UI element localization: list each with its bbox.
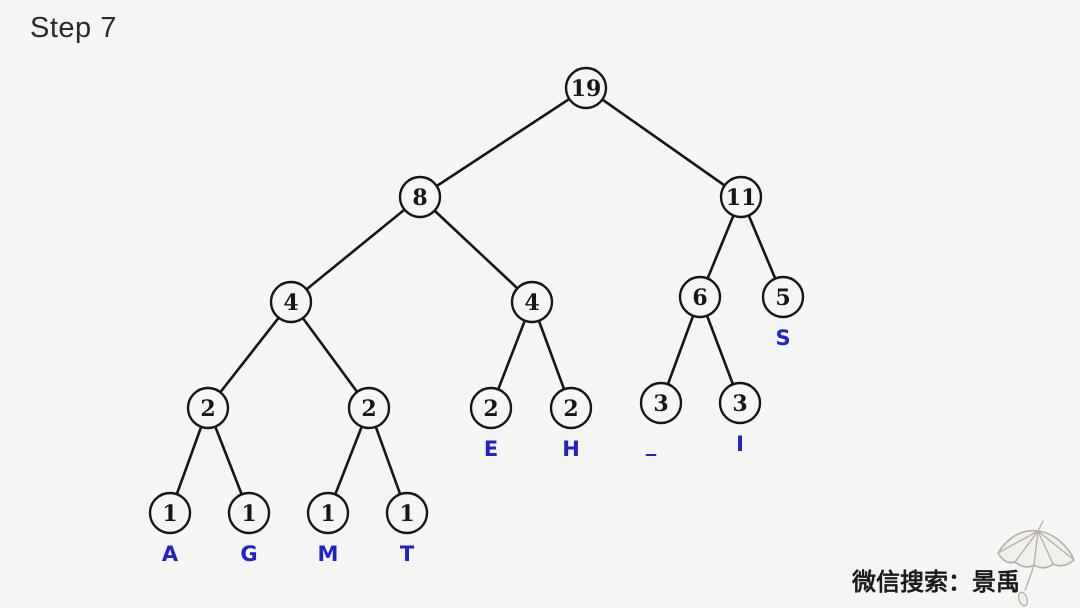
tree-node-circle bbox=[564, 66, 608, 110]
tree-edge bbox=[418, 195, 534, 304]
tree-node-value: 4 bbox=[283, 290, 298, 316]
tree-edge bbox=[289, 195, 422, 304]
tree-node-circle bbox=[639, 381, 683, 425]
leaf-letter-label: S bbox=[775, 326, 790, 350]
tree-node-circle bbox=[269, 280, 313, 324]
tree-node: 4 bbox=[510, 280, 554, 324]
tree-edge bbox=[418, 86, 588, 199]
leaf-letter-label: A bbox=[162, 542, 179, 566]
tree-node-circle bbox=[347, 386, 391, 430]
tree-node: 1T bbox=[385, 491, 429, 566]
tree-node-value: 2 bbox=[563, 396, 578, 422]
tree-node: 19 bbox=[564, 66, 608, 110]
tree-node-circle bbox=[398, 175, 442, 219]
tree-node: 3_ bbox=[639, 381, 683, 456]
tree-node: 8 bbox=[398, 175, 442, 219]
tree-node: 5S bbox=[761, 275, 805, 350]
tree-node-value: 1 bbox=[241, 501, 256, 527]
tree-node: 6 bbox=[678, 275, 722, 319]
tree-node: 4 bbox=[269, 280, 313, 324]
leaf-letter-label: H bbox=[562, 437, 580, 461]
tree-edge bbox=[289, 300, 371, 410]
leaf-letter-label: E bbox=[484, 437, 498, 461]
tree-node: 2H bbox=[549, 386, 593, 461]
tree-node-circle bbox=[148, 491, 192, 535]
tree-node-circle bbox=[306, 491, 350, 535]
tree-node: 1M bbox=[306, 491, 350, 566]
leaf-letter-label: T bbox=[400, 542, 415, 566]
tree-node-value: 1 bbox=[320, 501, 335, 527]
tree-node-value: 2 bbox=[200, 396, 215, 422]
step-title: Step 7 bbox=[30, 12, 117, 44]
tree-node-value: 19 bbox=[571, 76, 602, 102]
tree-edge bbox=[584, 86, 743, 199]
watermark-text: 微信搜索：景禹 bbox=[852, 569, 1020, 596]
umbrella-ribs bbox=[997, 530, 1075, 566]
tree-node: 3I bbox=[718, 381, 762, 456]
tree-node-circle bbox=[385, 491, 429, 535]
tree-node: 1G bbox=[227, 491, 271, 566]
tree-node-circle bbox=[186, 386, 230, 430]
tree-node-value: 2 bbox=[361, 396, 376, 422]
tree-node-value: 1 bbox=[162, 501, 177, 527]
tree-node: 2 bbox=[186, 386, 230, 430]
umbrella-handle-tip bbox=[1017, 591, 1029, 607]
tree-node: 2 bbox=[347, 386, 391, 430]
tree-node-circle bbox=[719, 175, 763, 219]
tree-edge bbox=[206, 300, 293, 410]
tree-node-value: 4 bbox=[524, 290, 539, 316]
tree-node-value: 3 bbox=[732, 391, 747, 417]
tree-node: 11 bbox=[719, 175, 763, 219]
tree-node-circle bbox=[510, 280, 554, 324]
leaf-letter-label: G bbox=[240, 542, 257, 566]
tree-node-circle bbox=[549, 386, 593, 430]
tree-node-value: 8 bbox=[412, 185, 427, 211]
leaf-letter-label: _ bbox=[646, 432, 657, 456]
tree-node-circle bbox=[718, 381, 762, 425]
umbrella-pole bbox=[1024, 564, 1035, 591]
tree-node-value: 2 bbox=[483, 396, 498, 422]
tree-node-value: 6 bbox=[692, 285, 707, 311]
tree-node-value: 11 bbox=[726, 185, 757, 211]
tree-node-circle bbox=[227, 491, 271, 535]
tree-node-value: 3 bbox=[653, 391, 668, 417]
tree-node-circle bbox=[678, 275, 722, 319]
tree-node-value: 1 bbox=[399, 501, 414, 527]
tree-node: 1A bbox=[148, 491, 192, 566]
leaf-letter-label: M bbox=[318, 542, 339, 566]
tree-node: 2E bbox=[469, 386, 513, 461]
umbrella-icon bbox=[997, 520, 1075, 607]
tree-node-circle bbox=[469, 386, 513, 430]
tree-node-circle bbox=[761, 275, 805, 319]
tree-node-value: 5 bbox=[775, 285, 790, 311]
umbrella-spike bbox=[1037, 520, 1044, 532]
leaf-letter-label: I bbox=[736, 432, 744, 456]
